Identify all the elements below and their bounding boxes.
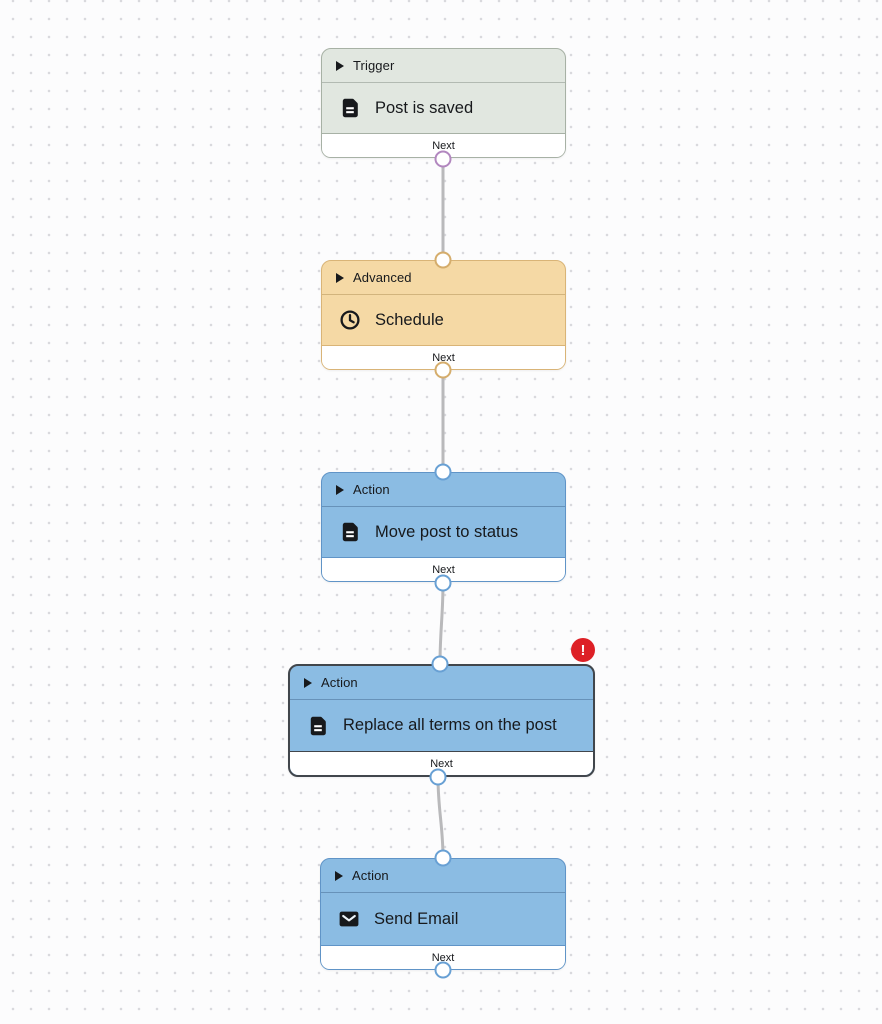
output-port-advanced[interactable] [434,361,452,379]
node-header[interactable]: Advanced [322,261,565,295]
edge-action2-to-action3 [436,776,445,859]
input-port-action2[interactable] [431,655,449,673]
output-port-action3[interactable] [434,961,452,979]
node-category-label: Advanced [353,270,412,285]
node-action-replace-all-terms[interactable]: Action Replace all terms on the post Nex… [288,664,595,777]
node-header[interactable]: Trigger [322,49,565,83]
next-label: Next [432,139,455,152]
node-body: Move post to status [322,507,565,557]
node-header[interactable]: Action [322,473,565,507]
node-header[interactable]: Action [290,666,593,700]
collapse-triangle-icon[interactable] [336,60,344,71]
collapse-triangle-icon[interactable] [304,677,312,688]
next-label: Next [432,351,455,364]
node-category-label: Action [353,482,390,497]
next-label: Next [430,757,453,770]
mail-icon [337,907,361,931]
input-port-advanced[interactable] [434,251,452,269]
document-icon [338,520,362,544]
output-port-trigger[interactable] [434,150,452,168]
output-port-action2[interactable] [429,768,447,786]
node-title: Replace all terms on the post [343,716,557,734]
node-trigger-post-is-saved[interactable]: Trigger Post is saved Next [321,48,566,158]
error-badge-symbol: ! [580,641,586,659]
node-category-label: Trigger [353,58,395,73]
input-port-action1[interactable] [434,463,452,481]
input-port-action3[interactable] [434,849,452,867]
node-body: Send Email [321,893,565,945]
clock-icon [338,308,362,332]
node-title: Post is saved [375,98,474,117]
node-title: Send Email [374,909,459,928]
node-title: Schedule [375,310,444,329]
node-advanced-schedule[interactable]: Advanced Schedule Next [321,260,566,370]
node-body: Post is saved [322,83,565,133]
output-port-action1[interactable] [434,574,452,592]
node-title: Move post to status [375,522,519,541]
node-action-send-email[interactable]: Action Send Email Next [320,858,566,970]
node-body: Replace all terms on the post [290,700,593,751]
collapse-triangle-icon[interactable] [335,870,343,881]
node-category-label: Action [352,868,389,883]
error-badge-icon[interactable]: ! [571,638,595,662]
document-icon [338,96,362,120]
next-label: Next [431,951,455,964]
node-body: Schedule [322,295,565,345]
next-label: Next [432,563,455,576]
document-icon [306,714,330,738]
node-action-move-post-to-status[interactable]: Action Move post to status Next [321,472,566,582]
collapse-triangle-icon[interactable] [336,272,344,283]
collapse-triangle-icon[interactable] [336,484,344,495]
node-category-label: Action [321,675,358,690]
node-header[interactable]: Action [321,859,565,893]
edge-action1-to-action2 [438,582,445,665]
